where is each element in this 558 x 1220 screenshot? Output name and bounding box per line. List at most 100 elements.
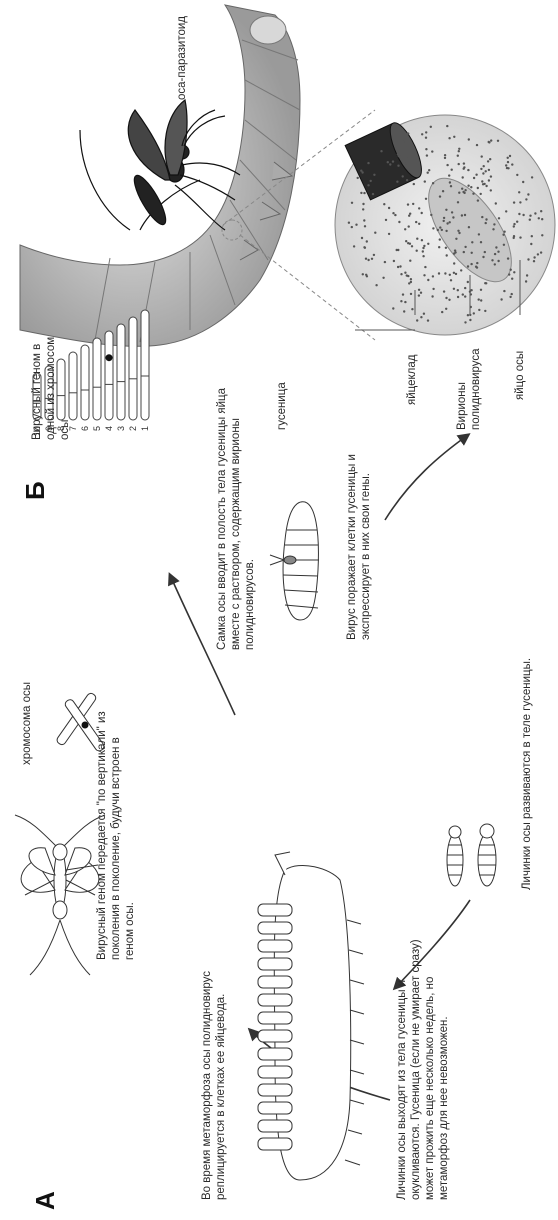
virion-dot: [438, 238, 441, 241]
virion-dot: [483, 250, 486, 254]
virion-dot: [522, 213, 525, 217]
virion-dot: [404, 300, 407, 304]
virion-dot: [415, 249, 418, 252]
zoom-circle: [334, 114, 556, 336]
virion-dot: [422, 312, 426, 315]
virion-dot: [356, 176, 359, 180]
virion-dot: [470, 185, 473, 189]
virion-dot: [533, 256, 536, 259]
virion-dot: [409, 292, 413, 296]
virion-dot: [457, 229, 460, 232]
virion-dot: [402, 140, 406, 144]
virion-dot: [490, 139, 493, 142]
virion-dot: [424, 136, 428, 139]
virion-dot: [409, 212, 412, 215]
virion-dot: [445, 296, 448, 300]
virion-dot: [409, 280, 413, 284]
cocoon: [257, 975, 293, 989]
virion-dot: [432, 287, 435, 291]
virion-dot: [456, 154, 459, 157]
virion-dot: [436, 228, 439, 232]
virion-dot: [360, 191, 363, 195]
virion-dot: [401, 293, 405, 296]
cocoon: [257, 921, 293, 935]
virion-dot: [480, 299, 483, 302]
virion-dot: [406, 154, 409, 158]
virion-dot: [540, 210, 543, 213]
virion-dot: [505, 164, 508, 167]
virion-dot: [518, 212, 521, 216]
virion-dot: [429, 125, 432, 128]
panel-a-letter: А: [30, 1191, 60, 1210]
virion-dot: [479, 241, 483, 244]
virion-dot: [363, 225, 367, 228]
virion-dot: [519, 201, 522, 204]
virion-dot: [419, 291, 423, 294]
virion-dot: [530, 176, 534, 179]
viral-genome-label: Вирусный геном в одной из хромосом осы: [31, 336, 71, 440]
virion-dot: [470, 251, 473, 254]
virion-dot: [423, 244, 426, 248]
virion-dot: [425, 147, 428, 151]
virion-dot: [460, 269, 463, 272]
virion-dot: [403, 310, 406, 313]
virion-dot: [364, 257, 368, 260]
virion-dot: [506, 156, 509, 159]
virion-dot: [449, 184, 453, 188]
virion-dot: [489, 175, 493, 178]
virion-dot: [460, 214, 464, 217]
virion-dot: [491, 259, 494, 262]
virion-dot: [444, 246, 448, 249]
virion-dot: [428, 168, 431, 172]
virion-dot: [497, 259, 500, 263]
chromosome-label: хромосома осы: [21, 681, 33, 765]
virion-dot: [360, 169, 363, 172]
virion-dot: [448, 136, 451, 140]
step-infection-text: Вирус поражает клетки гусеницы и экспрес…: [346, 454, 372, 640]
virion-dot: [541, 218, 544, 221]
virion-dot: [519, 236, 522, 239]
virion-dot: [360, 236, 364, 240]
virion-dot: [480, 167, 483, 171]
virion-dot: [509, 268, 512, 271]
virion-dot: [386, 160, 389, 164]
virion-dot: [493, 263, 496, 266]
virion-dot: [418, 207, 421, 210]
virion-dot: [482, 172, 485, 175]
virion-dot: [532, 260, 536, 263]
virion-dot: [527, 193, 530, 196]
virion-dot: [401, 175, 404, 178]
virion-dot: [464, 321, 467, 324]
virion-dot: [387, 206, 391, 210]
virion-dot: [484, 309, 487, 313]
virion-dot: [475, 173, 478, 176]
virion-dot: [503, 289, 506, 293]
virion-dot: [534, 212, 537, 215]
cocoon: [257, 1029, 293, 1043]
cycle-arrow-2: [384, 433, 471, 521]
virion-dot: [502, 233, 505, 236]
virion-dot: [367, 184, 370, 187]
virion-dot: [461, 187, 464, 190]
virion-dot: [458, 231, 461, 235]
virion-dot: [365, 275, 369, 278]
virion-dot: [512, 225, 515, 228]
virion-dot: [479, 288, 483, 291]
virion-dot: [475, 143, 479, 147]
virion-dot: [505, 210, 508, 213]
virion-dot: [452, 271, 456, 274]
virion-dot: [452, 216, 455, 219]
chromosome-number: 1: [140, 426, 150, 431]
virion-dot: [516, 173, 519, 177]
virion-dot: [467, 138, 470, 141]
virion-dot: [408, 282, 411, 285]
virion-dot: [442, 219, 445, 223]
virion-dot: [405, 178, 409, 182]
virion-dot: [467, 226, 471, 229]
virion-dot: [443, 156, 447, 160]
chromosome-number: 4: [104, 426, 114, 431]
virion-dot: [453, 249, 457, 252]
virion-dot: [423, 180, 426, 183]
virion-dot: [481, 180, 484, 183]
